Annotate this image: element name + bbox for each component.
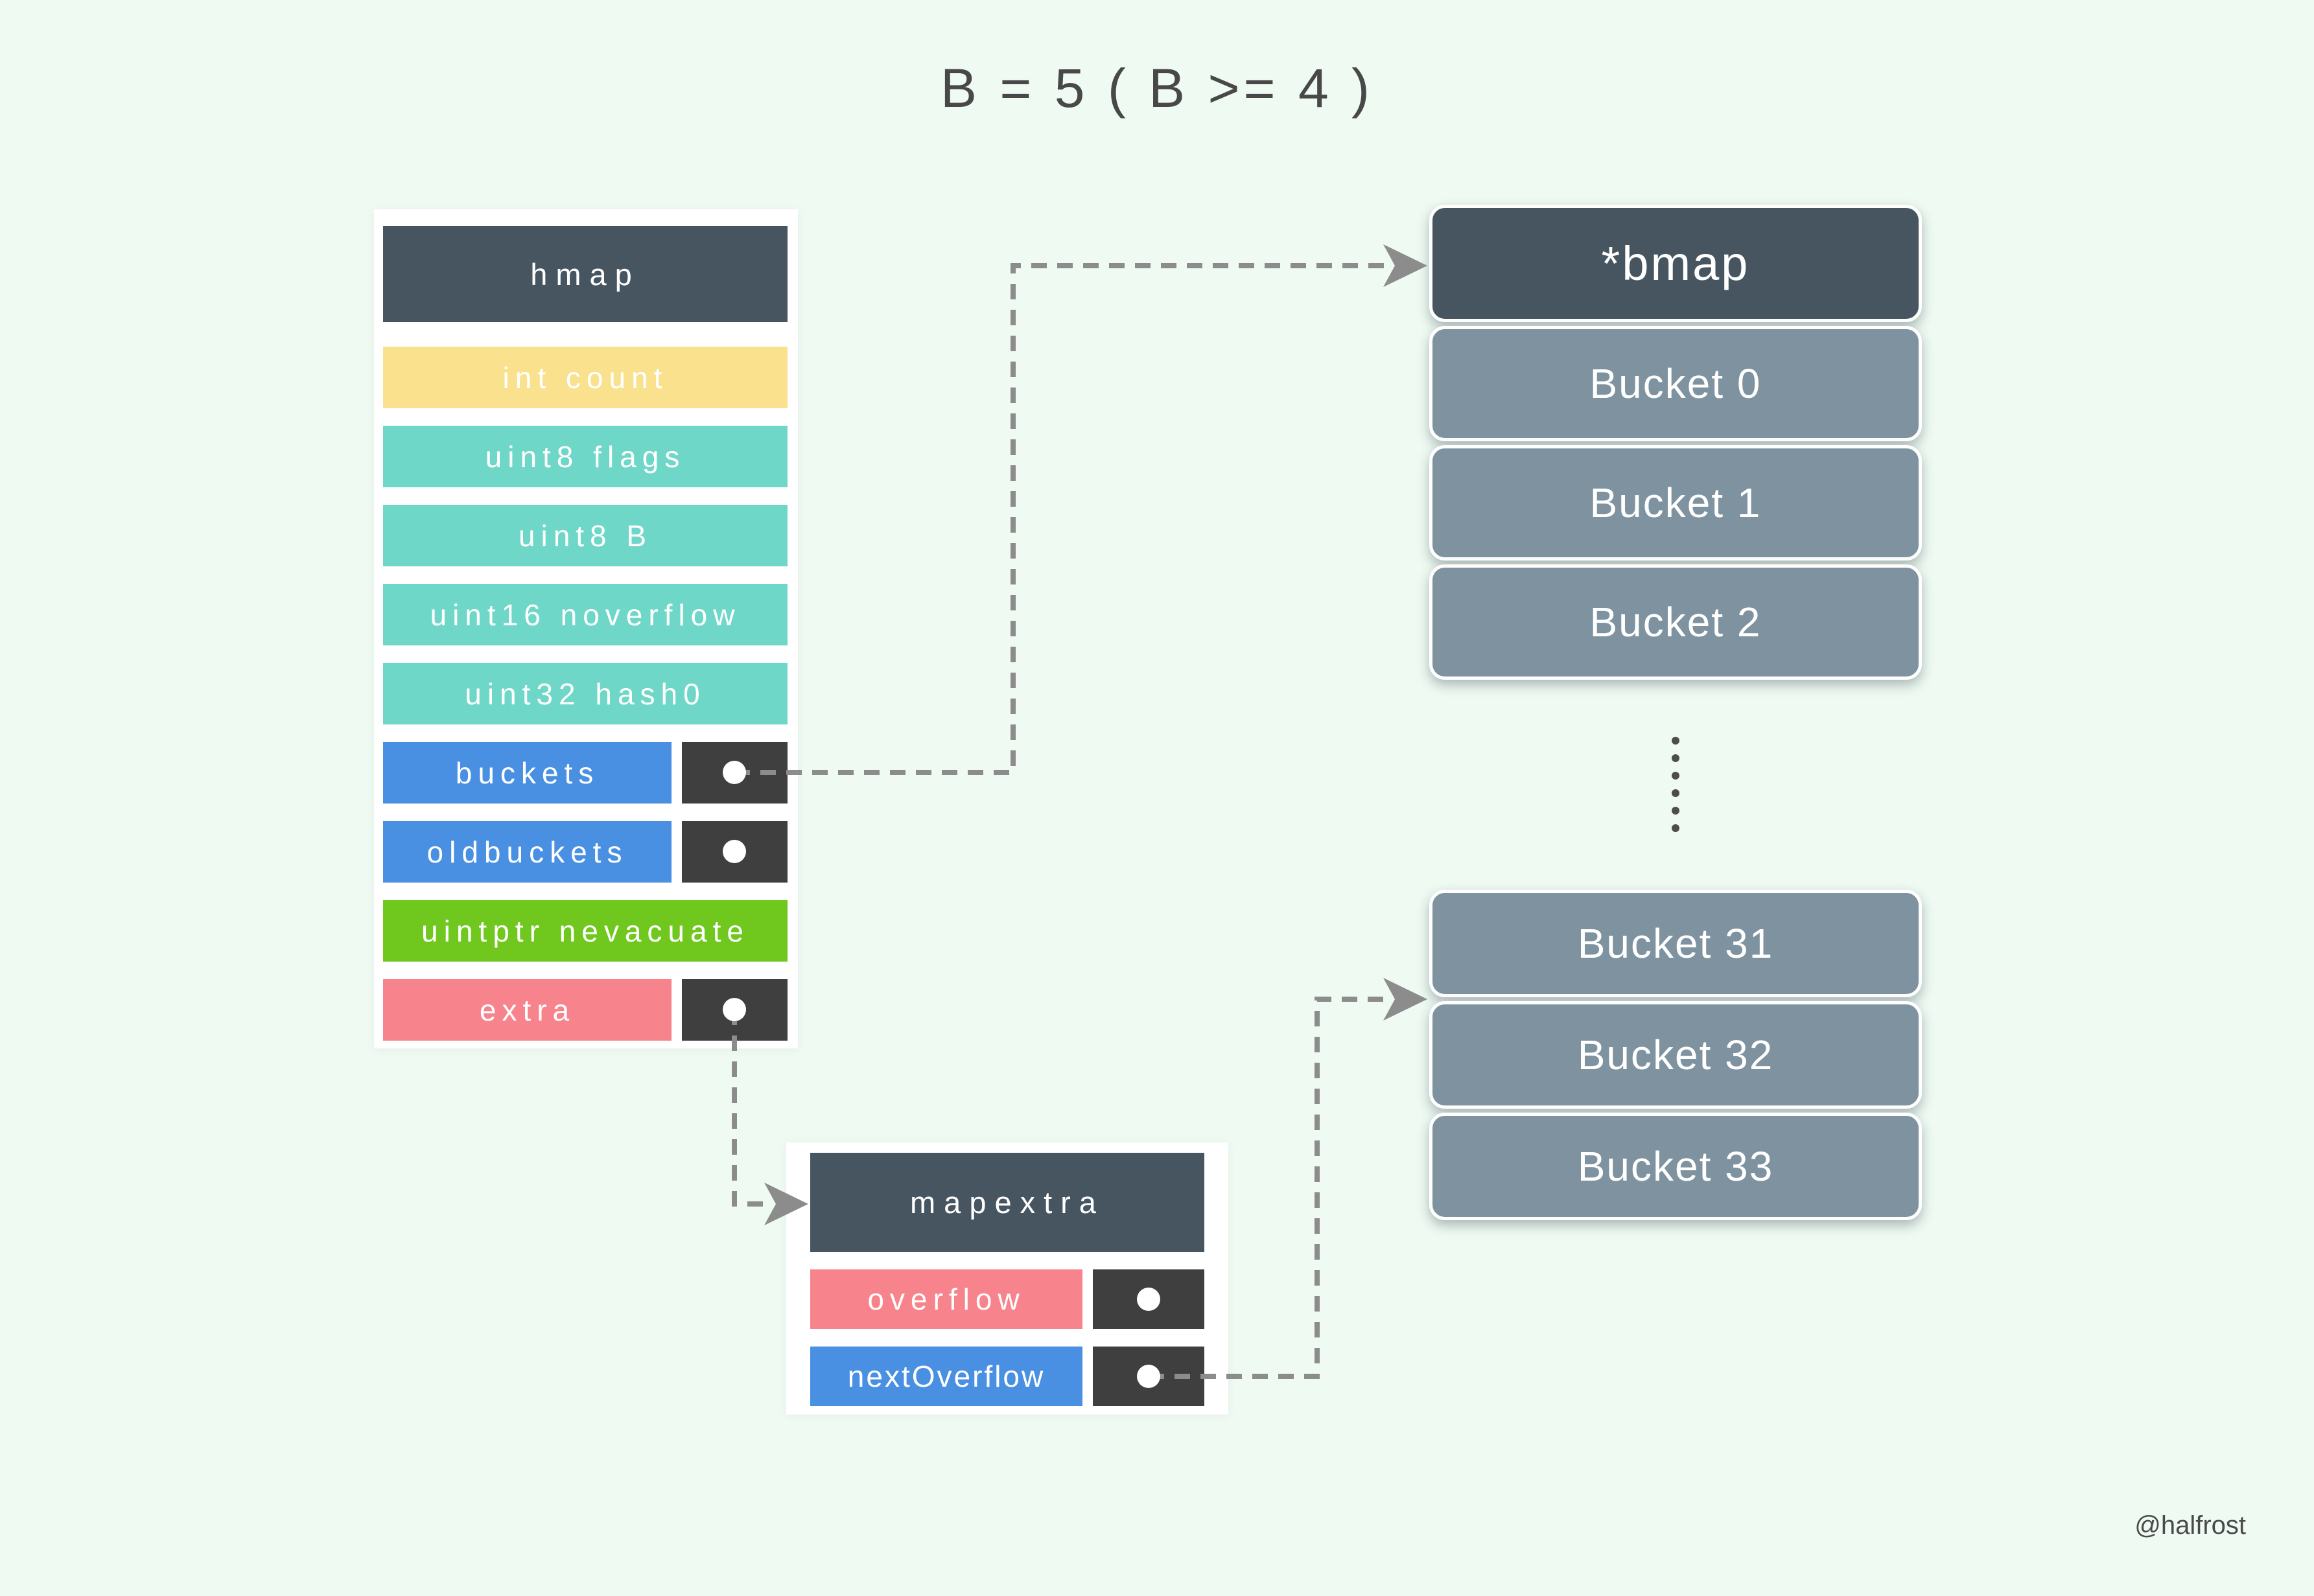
bucket-box-31: Bucket 31 (1429, 890, 1922, 997)
mapextra-row-overflow: overflow (810, 1269, 1082, 1329)
bucket-box-32: Bucket 32 (1429, 1001, 1922, 1109)
hmap-row-uintptr-nevacuate: uintptr nevacuate (383, 900, 788, 962)
pointer-cell-buckets (682, 742, 788, 804)
hmap-row-uint32-hash0: uint32 hash0 (383, 663, 788, 724)
diagram-title: B = 5 ( B >= 4 ) (941, 58, 1373, 119)
arrowhead-icon (1383, 244, 1427, 287)
bmap-header-box: *bmap (1429, 205, 1922, 322)
bucket-box-1: Bucket 1 (1429, 445, 1922, 561)
dashed-arrow-buckets-to-bmap (734, 263, 1386, 775)
dot-icon (1672, 807, 1679, 815)
hmap-row-uint8-flags: uint8 flags (383, 426, 788, 487)
pointer-cell-extra (682, 979, 788, 1041)
watermark-credit: @halfrost (2134, 1511, 2246, 1540)
bucket-box-2: Bucket 2 (1429, 564, 1922, 680)
bucket-box-0: Bucket 0 (1429, 326, 1922, 441)
pointer-cell-oldbuckets (682, 821, 788, 883)
mapextra-struct-header: mapextra (810, 1153, 1204, 1252)
dot-icon (1672, 824, 1679, 832)
hmap-row-oldbuckets: oldbuckets (383, 821, 672, 883)
pointer-cell-nextoverflow (1093, 1347, 1204, 1406)
hmap-row-extra: extra (383, 979, 672, 1041)
hmap-row-uint16-noverflow: uint16 noverflow (383, 584, 788, 645)
hmap-row-uint8-b: uint8 B (383, 505, 788, 566)
dot-icon (1672, 772, 1679, 780)
hmap-struct-header: hmap (383, 226, 788, 322)
dot-icon (1672, 737, 1679, 745)
arrowhead-icon (1383, 978, 1427, 1021)
dot-icon (1672, 754, 1679, 762)
bucket-box-33: Bucket 33 (1429, 1113, 1922, 1220)
hmap-row-int-count: int count (383, 347, 788, 408)
hmap-row-buckets: buckets (383, 742, 672, 804)
ellipsis-dots-icon (1672, 737, 1679, 832)
pointer-cell-overflow (1093, 1269, 1204, 1329)
dot-icon (1672, 789, 1679, 797)
mapextra-row-nextoverflow: nextOverflow (810, 1347, 1082, 1406)
